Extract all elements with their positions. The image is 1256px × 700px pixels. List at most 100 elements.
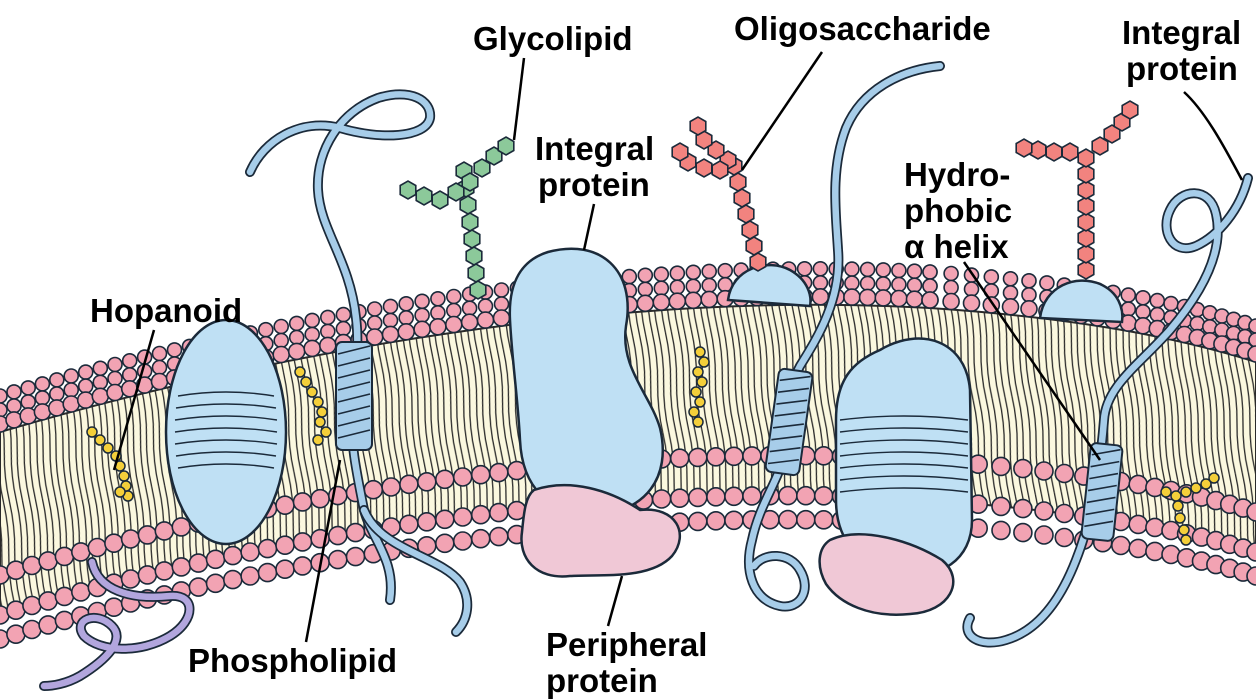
phospholipid-head (329, 527, 347, 545)
phospholipid-head (382, 478, 400, 496)
phospholipid-head (707, 488, 725, 506)
phospholipid-head (1014, 500, 1032, 518)
phospholipid-head (654, 281, 668, 295)
phospholipid-head (304, 340, 320, 356)
leader-glycolipid (514, 58, 524, 140)
phospholipid-head (1035, 502, 1053, 520)
phospholipid-head (398, 324, 414, 340)
phospholipid-head (431, 292, 445, 306)
phospholipid-head (490, 464, 508, 482)
phospholipid-head (1055, 529, 1073, 547)
phospholipid-head (274, 334, 288, 348)
phospholipid-head (923, 265, 937, 279)
phospholipid-head (1146, 518, 1164, 536)
phospholipid-head (1121, 288, 1135, 302)
phospholipid-head (798, 262, 812, 276)
oligosaccharide-sugar (696, 159, 712, 177)
phospholipid-head (447, 290, 461, 304)
phospholipid-head (7, 601, 25, 619)
phospholipid-head (725, 511, 743, 529)
phospholipid-head (637, 295, 653, 311)
phospholipid-head (290, 316, 304, 330)
phospholipid-head (276, 560, 294, 578)
phospholipid-head (418, 513, 436, 531)
phospholipid-head (860, 289, 876, 305)
glycolipid-sugar (432, 191, 448, 209)
leader-integral-protein-center (584, 204, 594, 250)
glycolipid-sugar (462, 213, 478, 231)
phospholipid-head (105, 598, 123, 616)
glycolipid-sugar-chain (400, 137, 514, 299)
phospholipid-head (1136, 291, 1150, 305)
oligosaccharide-chain-right (1016, 101, 1138, 279)
phospholipid-head (50, 373, 64, 387)
label-glycolipid: Glycolipid (473, 20, 633, 57)
oligosaccharide-sugar (734, 189, 750, 207)
phospholipid-head (430, 319, 446, 335)
glycolipid-sugar (460, 196, 476, 214)
oligosaccharide-sugar (1062, 143, 1078, 161)
label-hydrophobic-line2: phobic (904, 192, 1012, 229)
phospholipid-head (686, 279, 700, 293)
label-peripheral-protein-line2: protein (546, 662, 658, 699)
oligosaccharide-sugar (746, 237, 762, 255)
glycolipid-sugar (466, 247, 482, 265)
phospholipid-head (39, 552, 57, 570)
phospholipid-head (138, 526, 156, 544)
phospholipid-head (984, 270, 998, 284)
phospholipid-head (892, 278, 906, 292)
phospholipid-head (923, 279, 937, 293)
oligosaccharide-sugar (1078, 149, 1094, 167)
phospholipid-head (55, 611, 73, 629)
label-integral-protein-right-line1: Integral (1122, 14, 1241, 51)
label-integral-protein-center-line1: Integral (535, 130, 654, 167)
phospholipid-head (72, 583, 90, 601)
phospholipid-head (172, 518, 190, 536)
phospholipid-head (305, 327, 319, 341)
phospholipid-head (815, 511, 833, 529)
phospholipid-head (108, 372, 122, 386)
phospholipid-head (122, 530, 140, 548)
phospholipid-head (50, 387, 64, 401)
phospholipid-head (725, 487, 743, 505)
phospholipid-head (638, 268, 652, 282)
phospholipid-head (454, 508, 472, 526)
phospholipid-head (992, 521, 1010, 539)
phospholipid-head (1150, 308, 1164, 322)
phospholipid-head (922, 292, 938, 308)
phospholipid-head (384, 299, 398, 313)
oligosaccharide-sugar (738, 205, 754, 223)
phospholipid-head (431, 306, 445, 320)
phospholipid-head (876, 277, 890, 291)
phospholipid-head (446, 317, 462, 333)
phospholipid-head (861, 262, 875, 276)
phospholipid-head (72, 543, 90, 561)
phospholipid-head (436, 470, 454, 488)
oligosaccharide-sugar (742, 221, 758, 239)
phospholipid-head (815, 447, 833, 465)
phospholipid-head (305, 313, 319, 327)
phospholipid-head (153, 361, 167, 375)
phospholipid-head (172, 558, 190, 576)
phospholipid-head (1035, 526, 1053, 544)
phospholipid-head (943, 294, 959, 310)
phospholipid-head (1003, 299, 1019, 315)
phospholipid-head (400, 475, 418, 493)
phospholipid-head (329, 551, 347, 569)
phospholipid-head (168, 343, 182, 357)
phospholipid-head (321, 310, 335, 324)
phospholipid-head (670, 266, 684, 280)
phospholipid-head (436, 534, 454, 552)
phospholipid-head (494, 310, 510, 326)
phospholipid-head (844, 289, 860, 305)
phospholipid-head (414, 321, 430, 337)
phospholipid-head (21, 395, 35, 409)
phospholipid-head (1164, 297, 1178, 311)
phospholipid-head (274, 320, 288, 334)
phospholipid-head (1112, 537, 1130, 555)
phospholipid-head (368, 302, 382, 316)
phospholipid-head (743, 487, 761, 505)
phospholipid-head (155, 522, 173, 540)
